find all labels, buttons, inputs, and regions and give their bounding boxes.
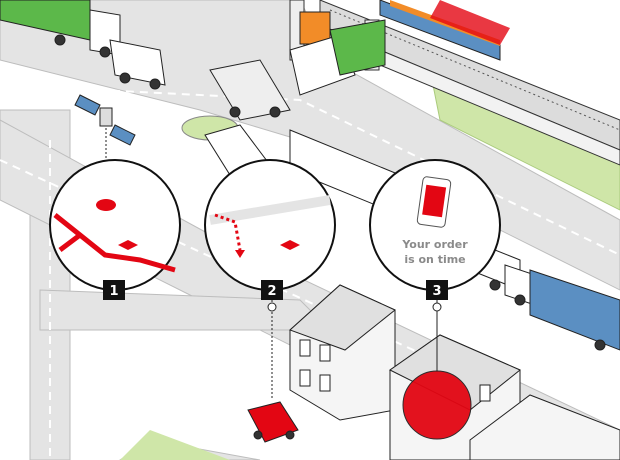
train <box>379 0 510 61</box>
step-1-callout: 1 <box>49 159 181 300</box>
white-van <box>109 39 166 90</box>
smartphone-icon <box>416 176 452 228</box>
map-marker-icon <box>96 199 116 211</box>
satellite-icon <box>74 94 136 170</box>
green-truck <box>0 0 121 58</box>
step-3-callout: Your order is on time 3 <box>369 159 501 372</box>
step-number-1: 1 <box>109 284 118 299</box>
red-delivery-van <box>247 401 299 443</box>
order-status-line-2: is on time <box>404 253 465 266</box>
green-lorry <box>289 19 386 96</box>
order-status-line-1: Your order <box>401 238 468 251</box>
orange-container <box>299 11 331 45</box>
tipper-truck <box>209 59 291 121</box>
step-2-callout: 2 <box>204 159 336 400</box>
step-number-2: 2 <box>267 284 276 299</box>
lawn <box>120 430 230 460</box>
delivery-destination-marker <box>402 370 472 440</box>
blue-truck <box>504 264 620 351</box>
step-number-3: 3 <box>432 284 441 299</box>
